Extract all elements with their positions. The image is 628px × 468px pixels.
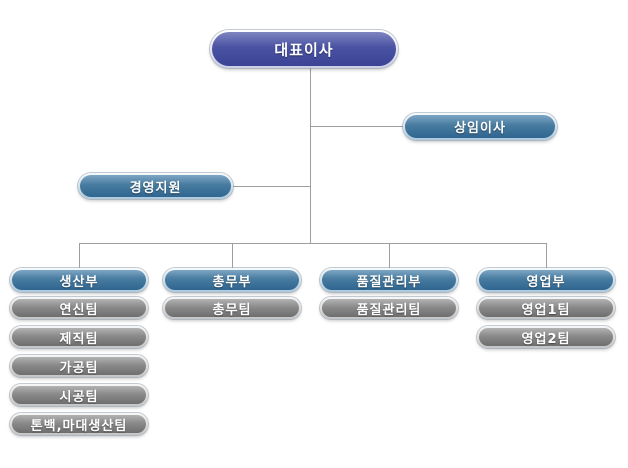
connector-trunk-line — [310, 68, 311, 243]
team-node: 제직팀 — [10, 326, 148, 348]
connector-standing-director-line — [310, 126, 404, 127]
management-support-node: 경영지원 — [78, 173, 233, 199]
connector-drop-line — [546, 243, 547, 268]
ceo-label: 대표이사 — [212, 32, 396, 66]
standing-director-label: 상임이사 — [405, 115, 555, 138]
team-label: 가공팀 — [12, 357, 146, 376]
team-label: 톤백,마대생산팀 — [12, 415, 146, 434]
team-node: 연신팀 — [10, 297, 148, 319]
dept-label: 영업부 — [479, 270, 613, 290]
team-node: 영업2팀 — [477, 326, 615, 348]
team-label: 영업1팀 — [479, 299, 613, 318]
team-label: 제직팀 — [12, 328, 146, 347]
management-support-label: 경영지원 — [80, 175, 231, 197]
standing-director-node: 상임이사 — [403, 113, 557, 140]
team-node: 톤백,마대생산팀 — [10, 413, 148, 435]
team-label: 연신팀 — [12, 299, 146, 318]
dept-node: 품질관리부 — [320, 268, 458, 292]
team-node: 가공팀 — [10, 355, 148, 377]
team-node: 영업1팀 — [477, 297, 615, 319]
team-label: 시공팀 — [12, 386, 146, 405]
team-node: 총무팀 — [163, 297, 301, 319]
team-label: 품질관리팀 — [322, 299, 456, 318]
connector-drop-line — [232, 243, 233, 268]
dept-node: 총무부 — [163, 268, 301, 292]
connector-management-support-line — [233, 186, 310, 187]
connector-drop-line — [389, 243, 390, 268]
dept-node: 영업부 — [477, 268, 615, 292]
dept-label: 총무부 — [165, 270, 299, 290]
ceo-node: 대표이사 — [210, 30, 398, 68]
team-node: 시공팀 — [10, 384, 148, 406]
connector-drop-line — [79, 243, 80, 268]
team-node: 품질관리팀 — [320, 297, 458, 319]
dept-label: 생산부 — [12, 270, 146, 290]
dept-label: 품질관리부 — [322, 270, 456, 290]
dept-node: 생산부 — [10, 268, 148, 292]
team-label: 영업2팀 — [479, 328, 613, 347]
team-label: 총무팀 — [165, 299, 299, 318]
connector-spine-line — [79, 243, 547, 244]
